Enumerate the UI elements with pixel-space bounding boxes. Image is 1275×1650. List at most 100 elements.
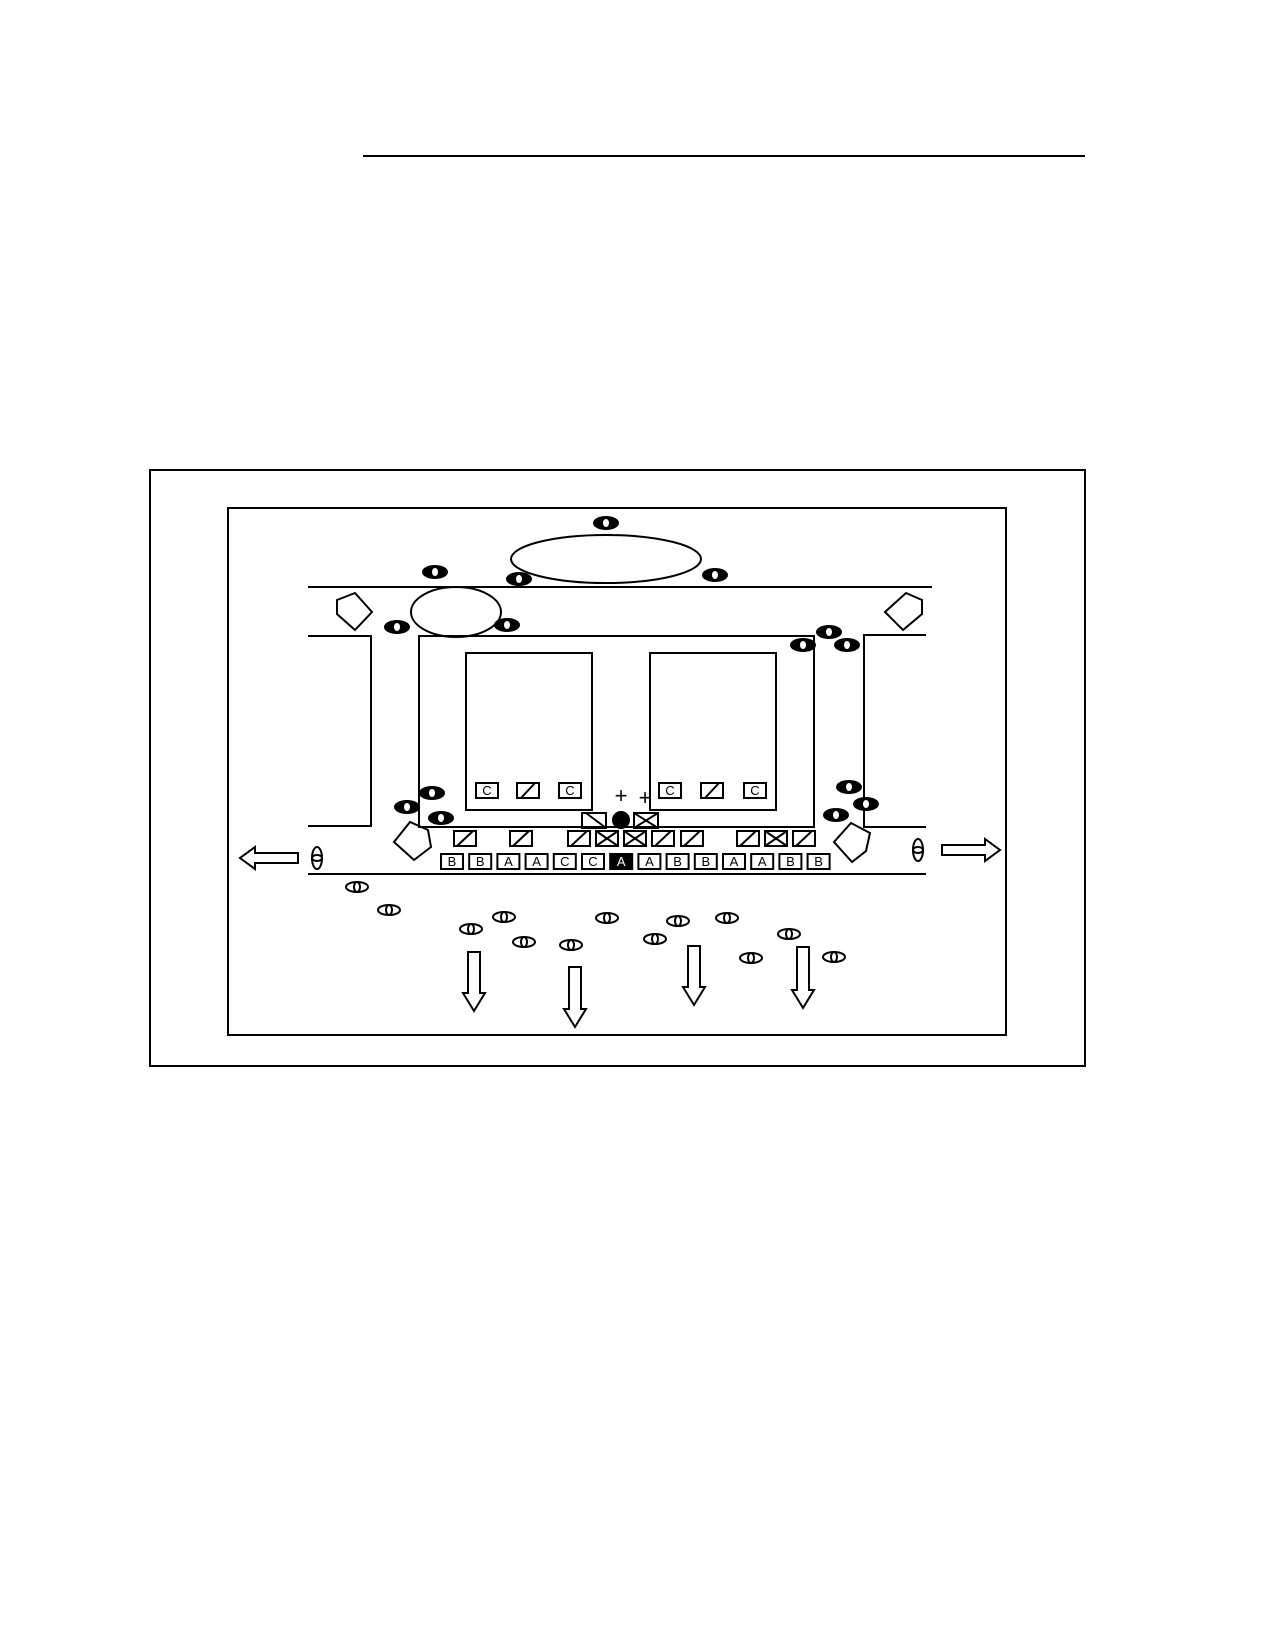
label-box: C <box>743 782 767 799</box>
seat-label-text: A <box>532 854 541 869</box>
seat-label: B <box>665 853 690 870</box>
exit-arrow-left-icon <box>238 845 299 871</box>
label-box: C <box>558 782 582 799</box>
person-icon <box>459 923 483 935</box>
slashed-box-icon <box>700 782 724 799</box>
person-icon <box>559 939 583 951</box>
left-wall <box>308 635 372 827</box>
seat-label: A <box>609 853 634 870</box>
person-icon <box>715 912 739 924</box>
crossed-box-icon <box>623 830 647 847</box>
exit-arrow-down-icon <box>790 946 816 1010</box>
seat-label: A <box>524 853 549 870</box>
person-icon <box>912 838 924 862</box>
seat-label-text: B <box>814 854 823 869</box>
seat-label: B <box>778 853 803 870</box>
slashed-box-icon <box>453 830 477 847</box>
person-icon <box>834 638 860 652</box>
seat-label: A <box>637 853 662 870</box>
person-icon <box>790 638 816 652</box>
person-icon <box>377 904 401 916</box>
plant-icon <box>392 820 433 862</box>
seat-label-text: A <box>645 854 654 869</box>
plus-sign: + <box>615 783 628 808</box>
oval-table-top <box>510 534 702 584</box>
crossed-box-icon <box>764 830 788 847</box>
person-icon <box>853 797 879 811</box>
seat-label-text: A <box>758 854 767 869</box>
person-icon <box>739 952 763 964</box>
slashed-box-icon <box>680 830 704 847</box>
speaker-dot <box>612 811 630 829</box>
seat-label: B <box>693 853 718 870</box>
slashed-box-icon <box>736 830 760 847</box>
seat-label: A <box>496 853 521 870</box>
slashed-box-icon <box>792 830 816 847</box>
crossed-box-icon <box>595 830 619 847</box>
plant-icon <box>336 591 374 632</box>
seat-label: C <box>581 853 605 870</box>
seat-label: B <box>468 853 493 870</box>
person-icon <box>494 618 520 632</box>
plant-icon <box>883 591 923 632</box>
person-icon <box>816 625 842 639</box>
slashed-box-icon <box>651 830 675 847</box>
right-panel <box>649 652 777 811</box>
label-box-text: C <box>482 783 491 798</box>
crossed-box-icon <box>633 812 659 829</box>
person-icon <box>823 808 849 822</box>
person-icon <box>384 620 410 634</box>
exit-arrow-down-icon <box>562 966 588 1029</box>
seat-label: B <box>806 853 831 870</box>
person-icon <box>595 912 619 924</box>
label-box-text: C <box>665 783 674 798</box>
exit-arrow-down-icon <box>461 951 487 1013</box>
label-box: C <box>658 782 682 799</box>
person-icon <box>345 881 369 893</box>
seat-label-text: B <box>786 854 795 869</box>
label-box: C <box>475 782 499 799</box>
label-box-text: C <box>565 783 574 798</box>
seat-label-text: A <box>617 854 626 869</box>
person-icon <box>512 936 536 948</box>
right-wall <box>863 634 926 828</box>
slashed-box-icon <box>509 830 533 847</box>
label-box-text: C <box>750 783 759 798</box>
inner-frame <box>227 507 1007 1036</box>
seat-label-text: C <box>588 854 597 869</box>
person-icon <box>394 800 420 814</box>
seat-label-text: C <box>560 854 569 869</box>
exit-arrow-right-icon <box>941 837 1002 863</box>
person-icon <box>702 568 728 582</box>
person-icon <box>311 846 323 870</box>
plant-icon <box>832 821 872 864</box>
person-icon <box>428 811 454 825</box>
slashed-box-icon <box>581 812 607 829</box>
seat-label: A <box>722 853 746 870</box>
seat-label-text: B <box>448 854 457 869</box>
person-icon <box>422 565 448 579</box>
seat-label: C <box>552 853 577 870</box>
person-icon <box>836 780 862 794</box>
seat-label-text: B <box>476 854 485 869</box>
slashed-box-icon <box>516 782 540 799</box>
person-icon <box>822 951 846 963</box>
seat-label: B <box>440 853 464 870</box>
person-icon <box>506 572 532 586</box>
seat-label-text: A <box>730 854 739 869</box>
outer-frame <box>149 469 1086 1067</box>
person-icon <box>643 933 667 945</box>
seat-label: A <box>750 853 775 870</box>
seat-label-text: A <box>504 854 513 869</box>
oval-table-left <box>410 586 502 638</box>
person-icon <box>593 516 619 530</box>
slashed-box-icon <box>567 830 591 847</box>
plus-sign: + <box>639 785 652 810</box>
left-panel <box>465 652 593 811</box>
person-icon <box>666 915 690 927</box>
person-icon <box>492 911 516 923</box>
person-icon <box>419 786 445 800</box>
seat-label-text: B <box>701 854 710 869</box>
seat-label-text: B <box>673 854 682 869</box>
